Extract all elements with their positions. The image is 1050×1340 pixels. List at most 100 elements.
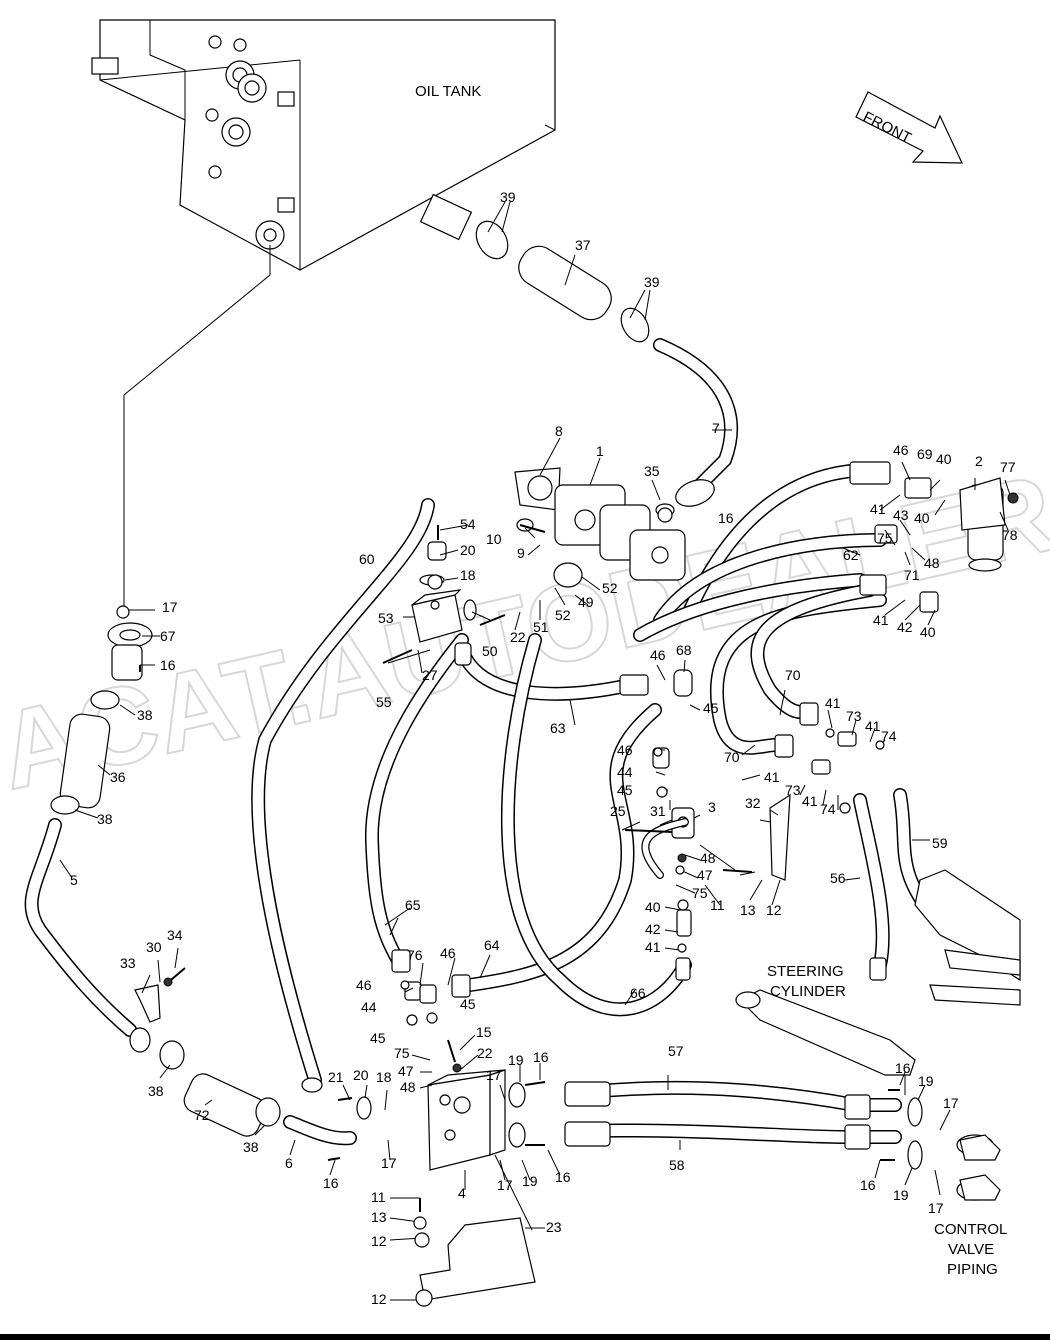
callout-46: 46: [650, 647, 666, 663]
callout-13: 13: [740, 902, 756, 918]
bolts: [139, 524, 900, 1212]
gear-pump: [514, 467, 686, 588]
callout-38: 38: [243, 1139, 259, 1155]
callout-70: 70: [724, 749, 740, 765]
control-valve-flanges: [959, 1134, 1001, 1201]
callout-38: 38: [148, 1083, 164, 1099]
callout-numbers: 39 37 39 7 8 1 35 16 10 9 54 20 18 53 22…: [70, 189, 1018, 1307]
callout-44: 44: [361, 999, 377, 1015]
callout-54: 54: [460, 516, 476, 532]
callout-16: 16: [555, 1169, 571, 1185]
steering-cylinder: [735, 869, 1021, 1076]
callout-75: 75: [877, 530, 893, 546]
callout-17: 17: [928, 1200, 944, 1216]
callout-73: 73: [846, 708, 862, 724]
callout-71: 71: [904, 567, 920, 583]
callout-35: 35: [644, 463, 660, 479]
callout-41: 41: [825, 695, 841, 711]
callout-6: 6: [285, 1155, 293, 1171]
callout-16: 16: [160, 657, 176, 673]
callout-7: 7: [712, 420, 720, 436]
callout-15: 15: [476, 1024, 492, 1040]
callout-16: 16: [895, 1060, 911, 1076]
callout-77: 77: [1000, 459, 1016, 475]
callout-16: 16: [718, 510, 734, 526]
oil-tank-label: OIL TANK: [415, 83, 481, 100]
callout-66: 66: [630, 985, 646, 1001]
callout-12: 12: [766, 902, 782, 918]
callout-32: 32: [745, 795, 761, 811]
control-valve-label: CONTROL: [934, 1221, 1007, 1238]
small-rings: [116, 492, 1019, 1307]
callout-21: 21: [328, 1069, 344, 1085]
callout-43: 43: [893, 507, 909, 523]
callout-17: 17: [162, 599, 178, 615]
callout-1: 1: [596, 443, 604, 459]
callout-39: 39: [644, 274, 660, 290]
callout-19: 19: [508, 1052, 524, 1068]
callout-31: 31: [650, 803, 666, 819]
callout-56: 56: [830, 870, 846, 886]
callout-67: 67: [160, 628, 176, 644]
callout-45: 45: [703, 700, 719, 716]
callout-64: 64: [484, 937, 500, 953]
callout-59: 59: [932, 835, 948, 851]
callout-47: 47: [398, 1063, 414, 1079]
callout-41: 41: [873, 612, 889, 628]
manifold-block-4: [427, 1069, 506, 1171]
callout-40: 40: [920, 624, 936, 640]
callout-20: 20: [460, 542, 476, 558]
callout-37: 37: [575, 237, 591, 253]
steering-cylinder-label: STEERING: [767, 963, 844, 980]
callout-53: 53: [378, 610, 394, 626]
callout-78: 78: [1002, 527, 1018, 543]
callout-13: 13: [371, 1209, 387, 1225]
callout-19: 19: [918, 1073, 934, 1089]
callout-72: 72: [194, 1107, 210, 1123]
callout-18: 18: [460, 567, 476, 583]
hoses: [24, 463, 952, 1146]
callout-47: 47: [697, 867, 713, 883]
callout-46: 46: [356, 977, 372, 993]
callout-22: 22: [510, 629, 526, 645]
front-arrow: [855, 91, 963, 164]
callout-12: 12: [371, 1291, 387, 1307]
bottom-border: [0, 1334, 1050, 1340]
leader-lines: [59, 201, 1011, 1301]
callout-38: 38: [137, 707, 153, 723]
callout-45: 45: [460, 996, 476, 1012]
callout-5: 5: [70, 872, 78, 888]
callout-46: 46: [617, 742, 633, 758]
callout-62: 62: [843, 547, 859, 563]
callout-16: 16: [323, 1175, 339, 1191]
callout-22: 22: [477, 1045, 493, 1061]
callout-18: 18: [376, 1069, 392, 1085]
callout-39: 39: [500, 189, 516, 205]
callout-74: 74: [881, 728, 897, 744]
callout-17: 17: [943, 1095, 959, 1111]
section-labels: STEERING CYLINDER CONTROL VALVE PIPING: [767, 963, 1007, 1278]
callout-60: 60: [359, 551, 375, 567]
callout-9: 9: [517, 545, 525, 561]
drain-leader: [123, 245, 271, 610]
control-valve-label: PIPING: [947, 1261, 998, 1278]
callout-25: 25: [610, 803, 626, 819]
callout-8: 8: [555, 423, 563, 439]
callout-42: 42: [897, 619, 913, 635]
callout-12: 12: [371, 1233, 387, 1249]
hose-clamps: [50, 690, 281, 1127]
callout-11: 11: [710, 897, 725, 913]
callout-23: 23: [546, 1219, 562, 1235]
callout-48: 48: [700, 850, 716, 866]
callout-73: 73: [785, 782, 801, 798]
suction-line: [419, 193, 738, 507]
callout-20: 20: [353, 1067, 369, 1083]
callout-42: 42: [645, 921, 661, 937]
callout-48: 48: [924, 555, 940, 571]
steering-cylinder-label: CYLINDER: [770, 983, 846, 1000]
callout-17: 17: [486, 1067, 502, 1083]
callout-41: 41: [802, 793, 818, 809]
callout-16: 16: [860, 1177, 876, 1193]
flange-67: [107, 622, 153, 681]
